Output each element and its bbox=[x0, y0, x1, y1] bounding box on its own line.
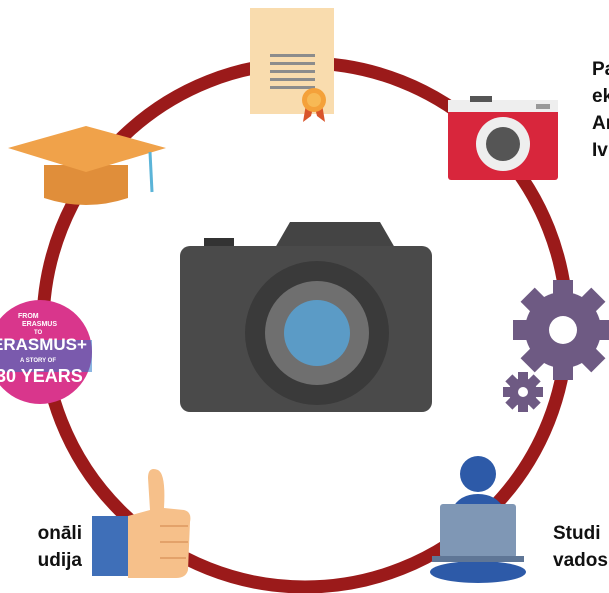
label-line: Studi bbox=[553, 523, 601, 544]
label-line: udija bbox=[37, 550, 82, 571]
label-line: ek bbox=[592, 86, 609, 107]
label-line: Pa bbox=[592, 59, 609, 80]
badge-line1: FROM bbox=[18, 313, 39, 320]
label-line: Ar bbox=[592, 113, 609, 134]
badge-line2: ERASMUS bbox=[22, 321, 57, 328]
label-line: vados bbox=[553, 550, 608, 571]
thumbs-up-icon bbox=[92, 469, 191, 578]
central-camera-icon bbox=[180, 222, 432, 412]
label-line: onāli bbox=[37, 523, 82, 544]
diploma-icon bbox=[250, 8, 334, 122]
label-bottom-left: onāli udija bbox=[0, 520, 82, 574]
erasmus-badge-icon: FROM ERASMUS TO ERASMUS+ A STORY OF 30 Y… bbox=[0, 300, 92, 404]
graduation-cap-icon bbox=[8, 126, 166, 205]
label-line: Iv bbox=[592, 140, 608, 161]
gears-icon bbox=[503, 280, 609, 412]
badge-line4: ERASMUS+ bbox=[0, 335, 87, 354]
student-laptop-icon bbox=[430, 456, 526, 583]
label-bottom-right: Studi vados bbox=[553, 520, 608, 574]
badge-line3: TO bbox=[34, 330, 43, 336]
label-top-right: Pa ek Ar Iv bbox=[592, 56, 609, 164]
camera-small-icon bbox=[448, 96, 558, 180]
badge-line5: A STORY OF bbox=[20, 358, 56, 364]
badge-line6: 30 YEARS bbox=[0, 366, 83, 386]
